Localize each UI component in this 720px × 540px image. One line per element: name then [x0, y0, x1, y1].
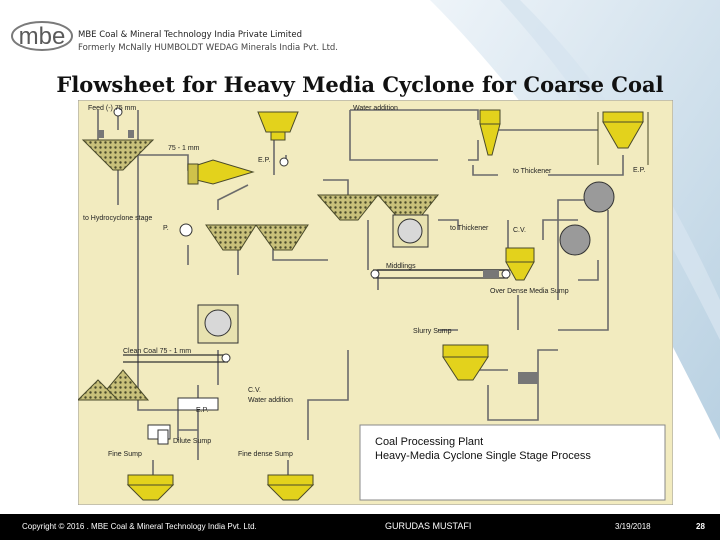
coal-stockpile: [78, 369, 150, 401]
drain-rinse-screens: [205, 194, 440, 251]
label-to-thickener-top: to Thickener: [513, 168, 552, 175]
label-feed: Feed (-) 75 mm: [88, 105, 136, 112]
feed-hopper: [257, 111, 299, 141]
magnetic-separators: [559, 181, 615, 256]
label-size-range: 75 - 1 mm: [168, 145, 200, 152]
slide-title: Flowsheet for Heavy Media Cyclone for Co…: [56, 72, 664, 97]
label-middlings: Middlings: [386, 263, 416, 270]
label-ep-left: E.P.: [258, 157, 270, 164]
label-dilute-sump: Dilute Sump: [173, 438, 211, 445]
slurry-sump: [442, 344, 538, 384]
bottom-sumps: [126, 397, 315, 501]
label-slurry-sump: Slurry Sump: [413, 328, 452, 335]
slide-footer: Copyright © 2016 . MBE Coal & Mineral Te…: [0, 514, 720, 540]
company-name: MBE Coal & Mineral Technology India Priv…: [78, 30, 302, 40]
footer-copyright: Copyright © 2016 . MBE Coal & Mineral Te…: [22, 522, 257, 531]
label-fine-sump: Fine Sump: [108, 451, 142, 458]
label-p-left: P.: [163, 225, 169, 232]
company-logo: mbe: [11, 21, 73, 51]
legend-line-2: Heavy-Media Cyclone Single Stage Process: [375, 450, 591, 462]
label-ep-lower: E.P.: [196, 407, 208, 414]
label-clean-coal: Clean Coal 75 - 1 mm: [123, 348, 191, 355]
label-over-dense-media-sump: Over Dense Media Sump: [490, 288, 569, 295]
footer-date: 3/19/2018: [615, 522, 651, 531]
centrifuge-top: [392, 214, 429, 248]
label-water-addition-lower: Water addition: [248, 397, 293, 404]
label-cv-lower: C.V.: [248, 387, 261, 394]
desliming-screen: [81, 130, 155, 171]
dense-media-tank: [597, 111, 649, 165]
logo-text: mbe: [19, 23, 66, 50]
slide-header: mbe MBE Coal & Mineral Technology India …: [0, 0, 720, 70]
pumps: [113, 107, 289, 237]
label-to-hydrocyclone: to Hydrocyclone stage: [83, 215, 152, 222]
label-ep-right: E.P.: [633, 167, 645, 174]
company-former-name: Formerly McNally HUMBOLDT WEDAG Minerals…: [78, 43, 339, 53]
clean-coal-conveyor: [123, 353, 231, 363]
legend-line-1: Coal Processing Plant: [375, 436, 483, 448]
label-fines-sump: Fine dense Sump: [238, 451, 293, 458]
label-to-thickener-mid: to Thickener: [450, 225, 489, 232]
centrifuge-lower: [197, 304, 239, 344]
label-cv: C.V.: [513, 227, 526, 234]
footer-page-number: 28: [696, 522, 705, 531]
over-dense-media-sump: [483, 247, 535, 281]
dewatering-cyclone: [479, 109, 501, 156]
footer-author: GURUDAS MUSTAFI: [385, 521, 472, 531]
label-water-addition: Water addition: [353, 105, 398, 112]
diagram-legend: Coal Processing Plant Heavy-Media Cyclon…: [359, 424, 666, 501]
flowsheet-diagram: Feed (-) 75 mm Water addition 75 - 1 mm …: [78, 100, 673, 505]
heavy-media-cyclone: [187, 159, 255, 185]
